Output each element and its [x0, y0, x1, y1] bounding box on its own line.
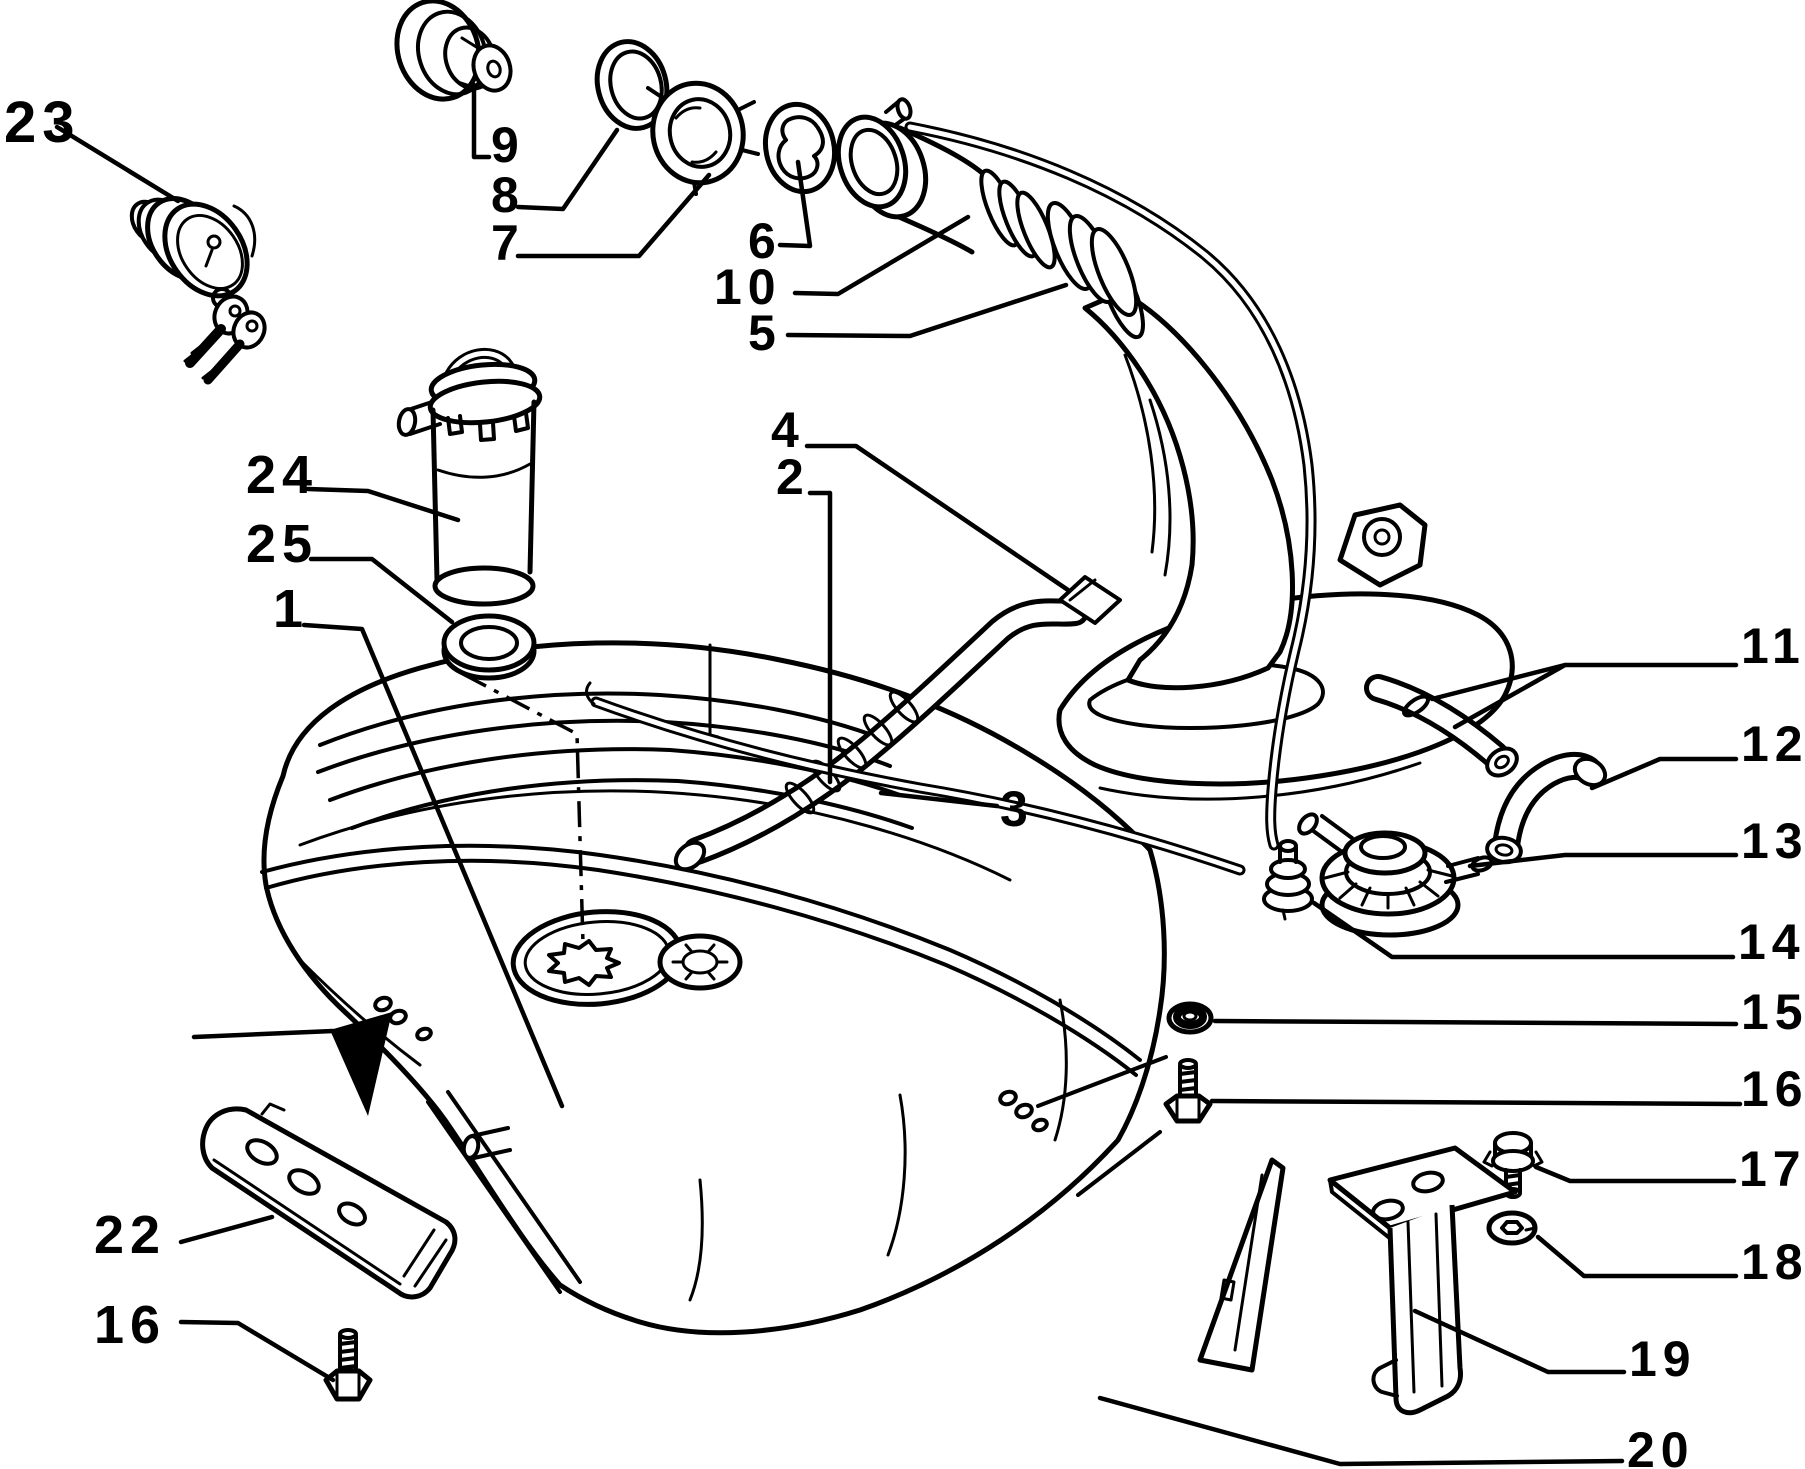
sleeve-5	[1045, 200, 1139, 318]
callout-13: 13	[1741, 813, 1805, 869]
callout-15: 15	[1741, 984, 1805, 1040]
callout-11: 11	[1741, 618, 1805, 674]
lock-cylinder-with-keys	[129, 196, 267, 385]
callout-labels: 23 9 8 7 6 10 5 4 2 3 24 25 1 22 16 11 1…	[4, 90, 1805, 1469]
vent-hose-elbow	[1485, 751, 1608, 865]
filler-mouth	[835, 97, 993, 255]
washer-15	[1166, 1001, 1214, 1035]
callout-18: 18	[1741, 1234, 1805, 1290]
strap-hole-pointer	[191, 1012, 392, 1116]
callout-19: 19	[1629, 1331, 1697, 1387]
vent-pipe-tank	[585, 681, 1246, 876]
callout-1: 1	[273, 579, 309, 639]
callout-8: 8	[491, 167, 525, 223]
shim-plate	[1197, 1157, 1286, 1373]
callout-14: 14	[1738, 914, 1805, 970]
fuel-tank	[260, 640, 1167, 1336]
callout-7: 7	[491, 215, 525, 271]
sender-seal-ring	[441, 613, 537, 681]
callout-17: 17	[1739, 1141, 1805, 1197]
callout-16-right: 16	[1741, 1061, 1805, 1117]
callout-9: 9	[491, 117, 525, 173]
cap-retainer-ring	[646, 80, 760, 196]
assembly-axis	[462, 672, 585, 945]
fastener-alignment-line	[1076, 1130, 1162, 1197]
filler-hose	[673, 598, 1089, 872]
callout-3: 3	[1000, 781, 1034, 837]
callout-5: 5	[748, 305, 782, 361]
rubber-grommet	[1262, 839, 1314, 921]
cap-seal-ring	[594, 39, 670, 131]
callout-23: 23	[4, 90, 81, 155]
callout-2: 2	[776, 449, 810, 505]
vent-pipe-filler	[904, 121, 1317, 851]
callout-16-left: 16	[94, 1295, 166, 1355]
vent-hose-upper	[1364, 674, 1519, 778]
callout-20: 20	[1627, 1422, 1695, 1469]
callout-6: 6	[748, 213, 782, 269]
hose-clamp	[1058, 575, 1122, 625]
filler-neck-bracket	[1337, 502, 1428, 588]
sleeve-10	[979, 168, 1057, 270]
washer-18	[1486, 1210, 1538, 1246]
fuel-cap	[394, 0, 513, 102]
tank-strap	[200, 1102, 458, 1300]
callout-25: 25	[246, 514, 318, 574]
callout-24: 24	[246, 445, 318, 505]
callout-4: 4	[771, 402, 805, 458]
callout-12: 12	[1741, 716, 1805, 772]
support-bracket	[1327, 1145, 1518, 1416]
bolt-16-left	[323, 1328, 373, 1402]
fastener-alignment-line	[1036, 1055, 1168, 1108]
callout-22: 22	[94, 1205, 166, 1265]
filler-gasket	[763, 101, 837, 195]
bolt-16-right	[1163, 1058, 1213, 1124]
leader-lines	[54, 82, 1743, 1467]
breather-valve	[1297, 812, 1494, 938]
fuel-sender-unit	[396, 348, 543, 607]
callout-10: 10	[714, 259, 782, 315]
